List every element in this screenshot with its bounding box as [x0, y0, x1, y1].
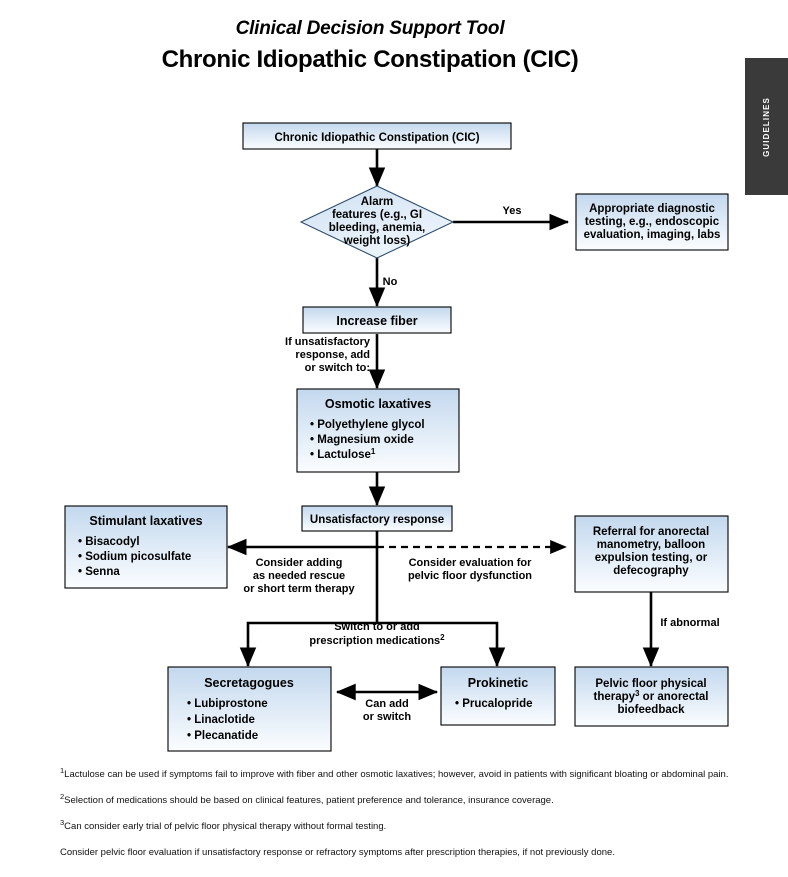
- page-header: Clinical Decision Support Tool Chronic I…: [0, 18, 740, 74]
- node-stimulant-laxatives: Stimulant laxatives • Bisacodyl • Sodium…: [64, 505, 228, 589]
- node-prokinetic: Prokinetic • Prucalopride: [440, 666, 556, 726]
- stimulant-item-2: • Senna: [78, 566, 120, 578]
- referral-line-2: manometry, balloon: [597, 539, 705, 551]
- secretagogues-item-0: • Lubiprostone: [187, 698, 268, 710]
- connector-to-secretagogues: [239, 621, 377, 668]
- secretagogues-title: Secretagogues: [204, 676, 294, 690]
- node-start: Chronic Idiopathic Constipation (CIC): [242, 122, 512, 150]
- edge-label-switch-1: Switch to or add: [334, 621, 420, 633]
- edge-label-if-abnormal: If abnormal: [660, 617, 719, 629]
- footnote-1-marker: 1: [60, 766, 65, 775]
- edge-label-can-add-1: Can add: [365, 698, 408, 710]
- prokinetic-item-0: • Prucalopride: [455, 698, 533, 710]
- edge-label-unsatisfactory-3: or switch to:: [305, 362, 370, 374]
- osmotic-title: Osmotic laxatives: [325, 397, 431, 411]
- node-osmotic-laxatives: Osmotic laxatives • Polyethylene glycol …: [296, 388, 460, 473]
- edge-label-no: No: [383, 276, 398, 288]
- edge-label-consider-adding-1: Consider adding: [256, 557, 343, 569]
- referral-line-1: Referral for anorectal: [593, 526, 709, 538]
- pelvic-line-1: Pelvic floor physical: [595, 678, 706, 690]
- node-secretagogues: Secretagogues • Lubiprostone • Linacloti…: [167, 666, 332, 752]
- prokinetic-title: Prokinetic: [468, 676, 528, 690]
- node-start-label: Chronic Idiopathic Constipation (CIC): [274, 132, 479, 144]
- footnote-3: 3Can consider early trial of pelvic floo…: [60, 818, 735, 834]
- footnotes: 1Lactulose can be used if symptoms fail …: [60, 766, 735, 870]
- node-unsatisfactory-label: Unsatisfactory response: [310, 514, 444, 526]
- footnote-3-text: Can consider early trial of pelvic floor…: [64, 821, 387, 832]
- secretagogues-item-2: • Plecanatide: [187, 730, 258, 742]
- secretagogues-item-1: • Linaclotide: [187, 714, 255, 726]
- osmotic-item-1: • Magnesium oxide: [310, 434, 414, 446]
- edge-label-unsatisfactory-2: response, add: [295, 349, 370, 361]
- osmotic-item-2: • Lactulose1: [310, 447, 376, 461]
- page-subtitle: Clinical Decision Support Tool: [235, 18, 505, 39]
- footnote-2-marker: 2: [60, 791, 65, 801]
- stimulant-item-0: • Bisacodyl: [78, 536, 140, 548]
- pelvic-line-3: biofeedback: [617, 704, 685, 716]
- guidelines-side-tab: GUIDELINES: [745, 58, 788, 195]
- node-diagnostic-testing: Appropriate diagnostic testing, e.g., en…: [575, 193, 729, 251]
- pelvic-line-2: therapy3 or anorectal: [593, 689, 708, 703]
- edge-label-consider-evaluation-2: pelvic floor dysfunction: [408, 570, 532, 582]
- decision-line-1: Alarm: [361, 196, 394, 208]
- edge-label-consider-adding-3: or short term therapy: [243, 583, 355, 595]
- edge-label-unsatisfactory-1: If unsatisfactory: [285, 336, 371, 348]
- edge-label-can-add-2: or switch: [363, 711, 412, 723]
- footnote-2: 2Selection of medications should be base…: [60, 792, 735, 808]
- footnote-3-marker: 3: [60, 817, 65, 827]
- footnote-note-text: Consider pelvic floor evaluation if unsa…: [60, 846, 615, 858]
- node-increase-fiber-label: Increase fiber: [336, 314, 417, 328]
- connector-to-prokinetic: [377, 621, 506, 668]
- footnote-note: Consider pelvic floor evaluation if unsa…: [60, 844, 735, 860]
- referral-line-3: expulsion testing, or: [595, 552, 708, 564]
- node-decision-alarm-features: Alarm features (e.g., GI bleeding, anemi…: [299, 185, 455, 259]
- footnote-1: 1Lactulose can be used if symptoms fail …: [60, 766, 735, 782]
- footnote-2-text: Selection of medications should be based…: [64, 795, 554, 807]
- node-pelvic-floor-therapy: Pelvic floor physical therapy3 or anorec…: [574, 666, 729, 727]
- edge-label-yes: Yes: [503, 205, 522, 217]
- decision-line-4: weight loss): [343, 235, 411, 247]
- footnote-1-text: Lactulose can be used if symptoms fail t…: [64, 769, 729, 781]
- edge-label-switch-2: prescription medications2: [309, 633, 445, 647]
- node-increase-fiber: Increase fiber: [302, 306, 452, 334]
- diagnostic-line-3: evaluation, imaging, labs: [584, 229, 721, 241]
- diagnostic-line-1: Appropriate diagnostic: [589, 203, 715, 215]
- edge-label-consider-evaluation-1: Consider evaluation for: [409, 557, 533, 569]
- referral-line-4: defecography: [613, 565, 689, 577]
- page-title: Chronic Idiopathic Constipation (CIC): [161, 46, 579, 73]
- diagnostic-line-2: testing, e.g., endoscopic: [585, 216, 720, 228]
- node-unsatisfactory-response: Unsatisfactory response: [301, 505, 453, 532]
- stimulant-item-1: • Sodium picosulfate: [78, 551, 191, 563]
- node-referral-anorectal: Referral for anorectal manometry, balloo…: [574, 515, 729, 593]
- osmotic-item-0: • Polyethylene glycol: [310, 419, 425, 431]
- decision-line-3: bleeding, anemia,: [329, 222, 426, 234]
- flowchart: Chronic Idiopathic Constipation (CIC) Al…: [0, 110, 788, 760]
- edge-label-consider-adding-2: as needed rescue: [253, 570, 345, 582]
- stimulant-title: Stimulant laxatives: [89, 514, 202, 528]
- decision-line-2: features (e.g., GI: [332, 209, 422, 221]
